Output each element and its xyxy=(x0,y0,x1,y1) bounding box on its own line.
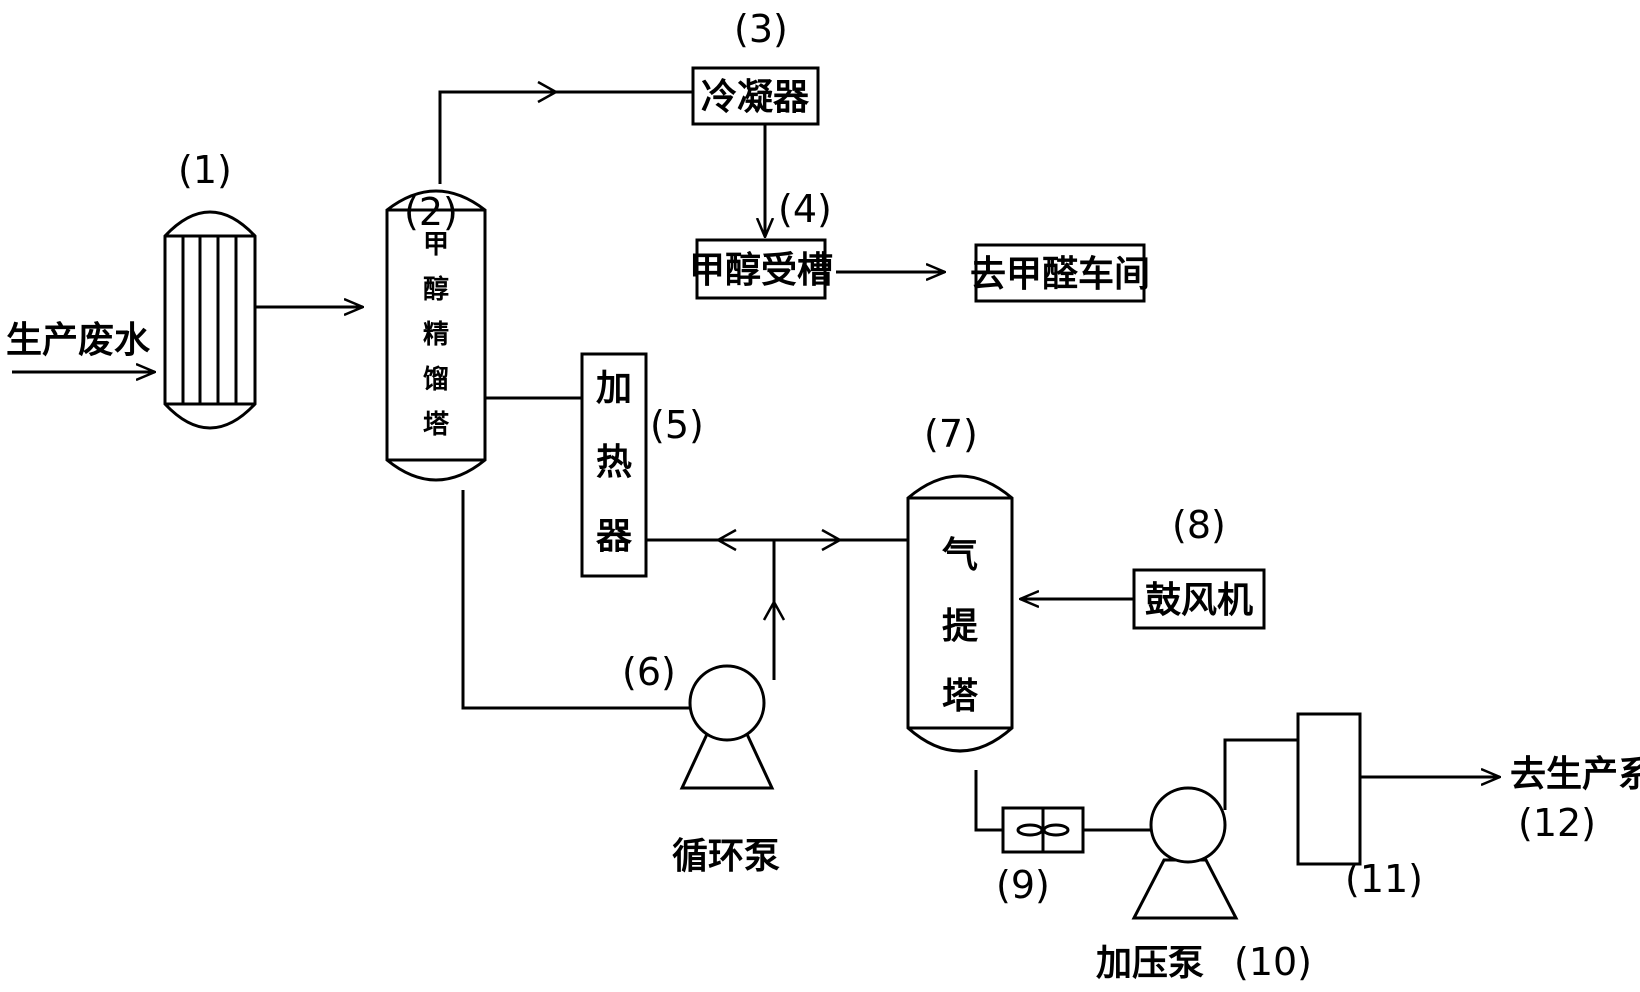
to-formaldehyde-label: 去甲醛车间 xyxy=(970,254,1150,295)
to-stripper-arrow xyxy=(821,528,843,552)
label-8: (8) xyxy=(1172,503,1226,547)
unit-11 xyxy=(1296,712,1362,866)
tower-char-5: 塔 xyxy=(423,410,450,440)
tower-char-2: 醇 xyxy=(423,274,449,305)
label-11: (11) xyxy=(1345,857,1423,901)
heater-char-2: 热 xyxy=(596,442,632,483)
bottoms-line xyxy=(461,490,700,710)
stripper-char-1: 气 xyxy=(942,535,978,576)
methanol-rectification-tower xyxy=(385,189,487,482)
wastewater-inlet-label: 生产废水 xyxy=(6,320,151,361)
label-10: (10) xyxy=(1234,940,1312,984)
label-5: (5) xyxy=(650,403,704,447)
mixer xyxy=(1001,806,1085,854)
label-2: (2) xyxy=(404,190,458,234)
booster-discharge-line xyxy=(1223,738,1298,810)
booster-pump-label: 加压泵 xyxy=(1096,943,1204,984)
label-6: (6) xyxy=(622,650,676,694)
stripper-bottoms-line xyxy=(974,770,1003,832)
methanol-tank-label: 甲醇受槽 xyxy=(689,250,833,291)
heater-char-1: 加 xyxy=(596,368,632,409)
circulation-pump xyxy=(679,664,775,790)
label-1: (1) xyxy=(178,148,232,192)
stripping-tower xyxy=(906,474,1014,753)
label-7: (7) xyxy=(924,412,978,456)
vapor-arrow xyxy=(537,80,559,104)
label-9: (9) xyxy=(996,863,1050,907)
heater-box xyxy=(580,352,648,578)
label-3: (3) xyxy=(734,7,788,51)
stripper-char-2: 提 xyxy=(942,606,978,647)
tower-char-1: 甲 xyxy=(423,230,449,260)
heater-char-3: 器 xyxy=(596,516,633,557)
to-production-label: 去生产系统 xyxy=(1510,754,1640,795)
methanol-tank-box xyxy=(695,238,827,300)
condenser-label: 冷凝器 xyxy=(701,77,810,118)
vapor-line xyxy=(438,90,693,184)
to-heater-arrow xyxy=(715,528,737,552)
circulation-pump-label: 循环泵 xyxy=(672,836,780,877)
blower-box xyxy=(1132,568,1266,630)
label-4: (4) xyxy=(778,187,832,231)
blower-label: 鼓风机 xyxy=(1145,580,1253,621)
label-12: (12) xyxy=(1518,801,1596,845)
heat-exchanger-1 xyxy=(163,210,257,430)
discharge-arrow xyxy=(762,599,786,621)
booster-pump xyxy=(1131,786,1239,920)
tower-char-4: 馏 xyxy=(423,365,449,395)
stripper-char-3: 塔 xyxy=(942,676,979,717)
condenser-box xyxy=(691,66,820,126)
to-formaldehyde-box xyxy=(974,243,1146,303)
tower-char-3: 精 xyxy=(423,320,449,350)
